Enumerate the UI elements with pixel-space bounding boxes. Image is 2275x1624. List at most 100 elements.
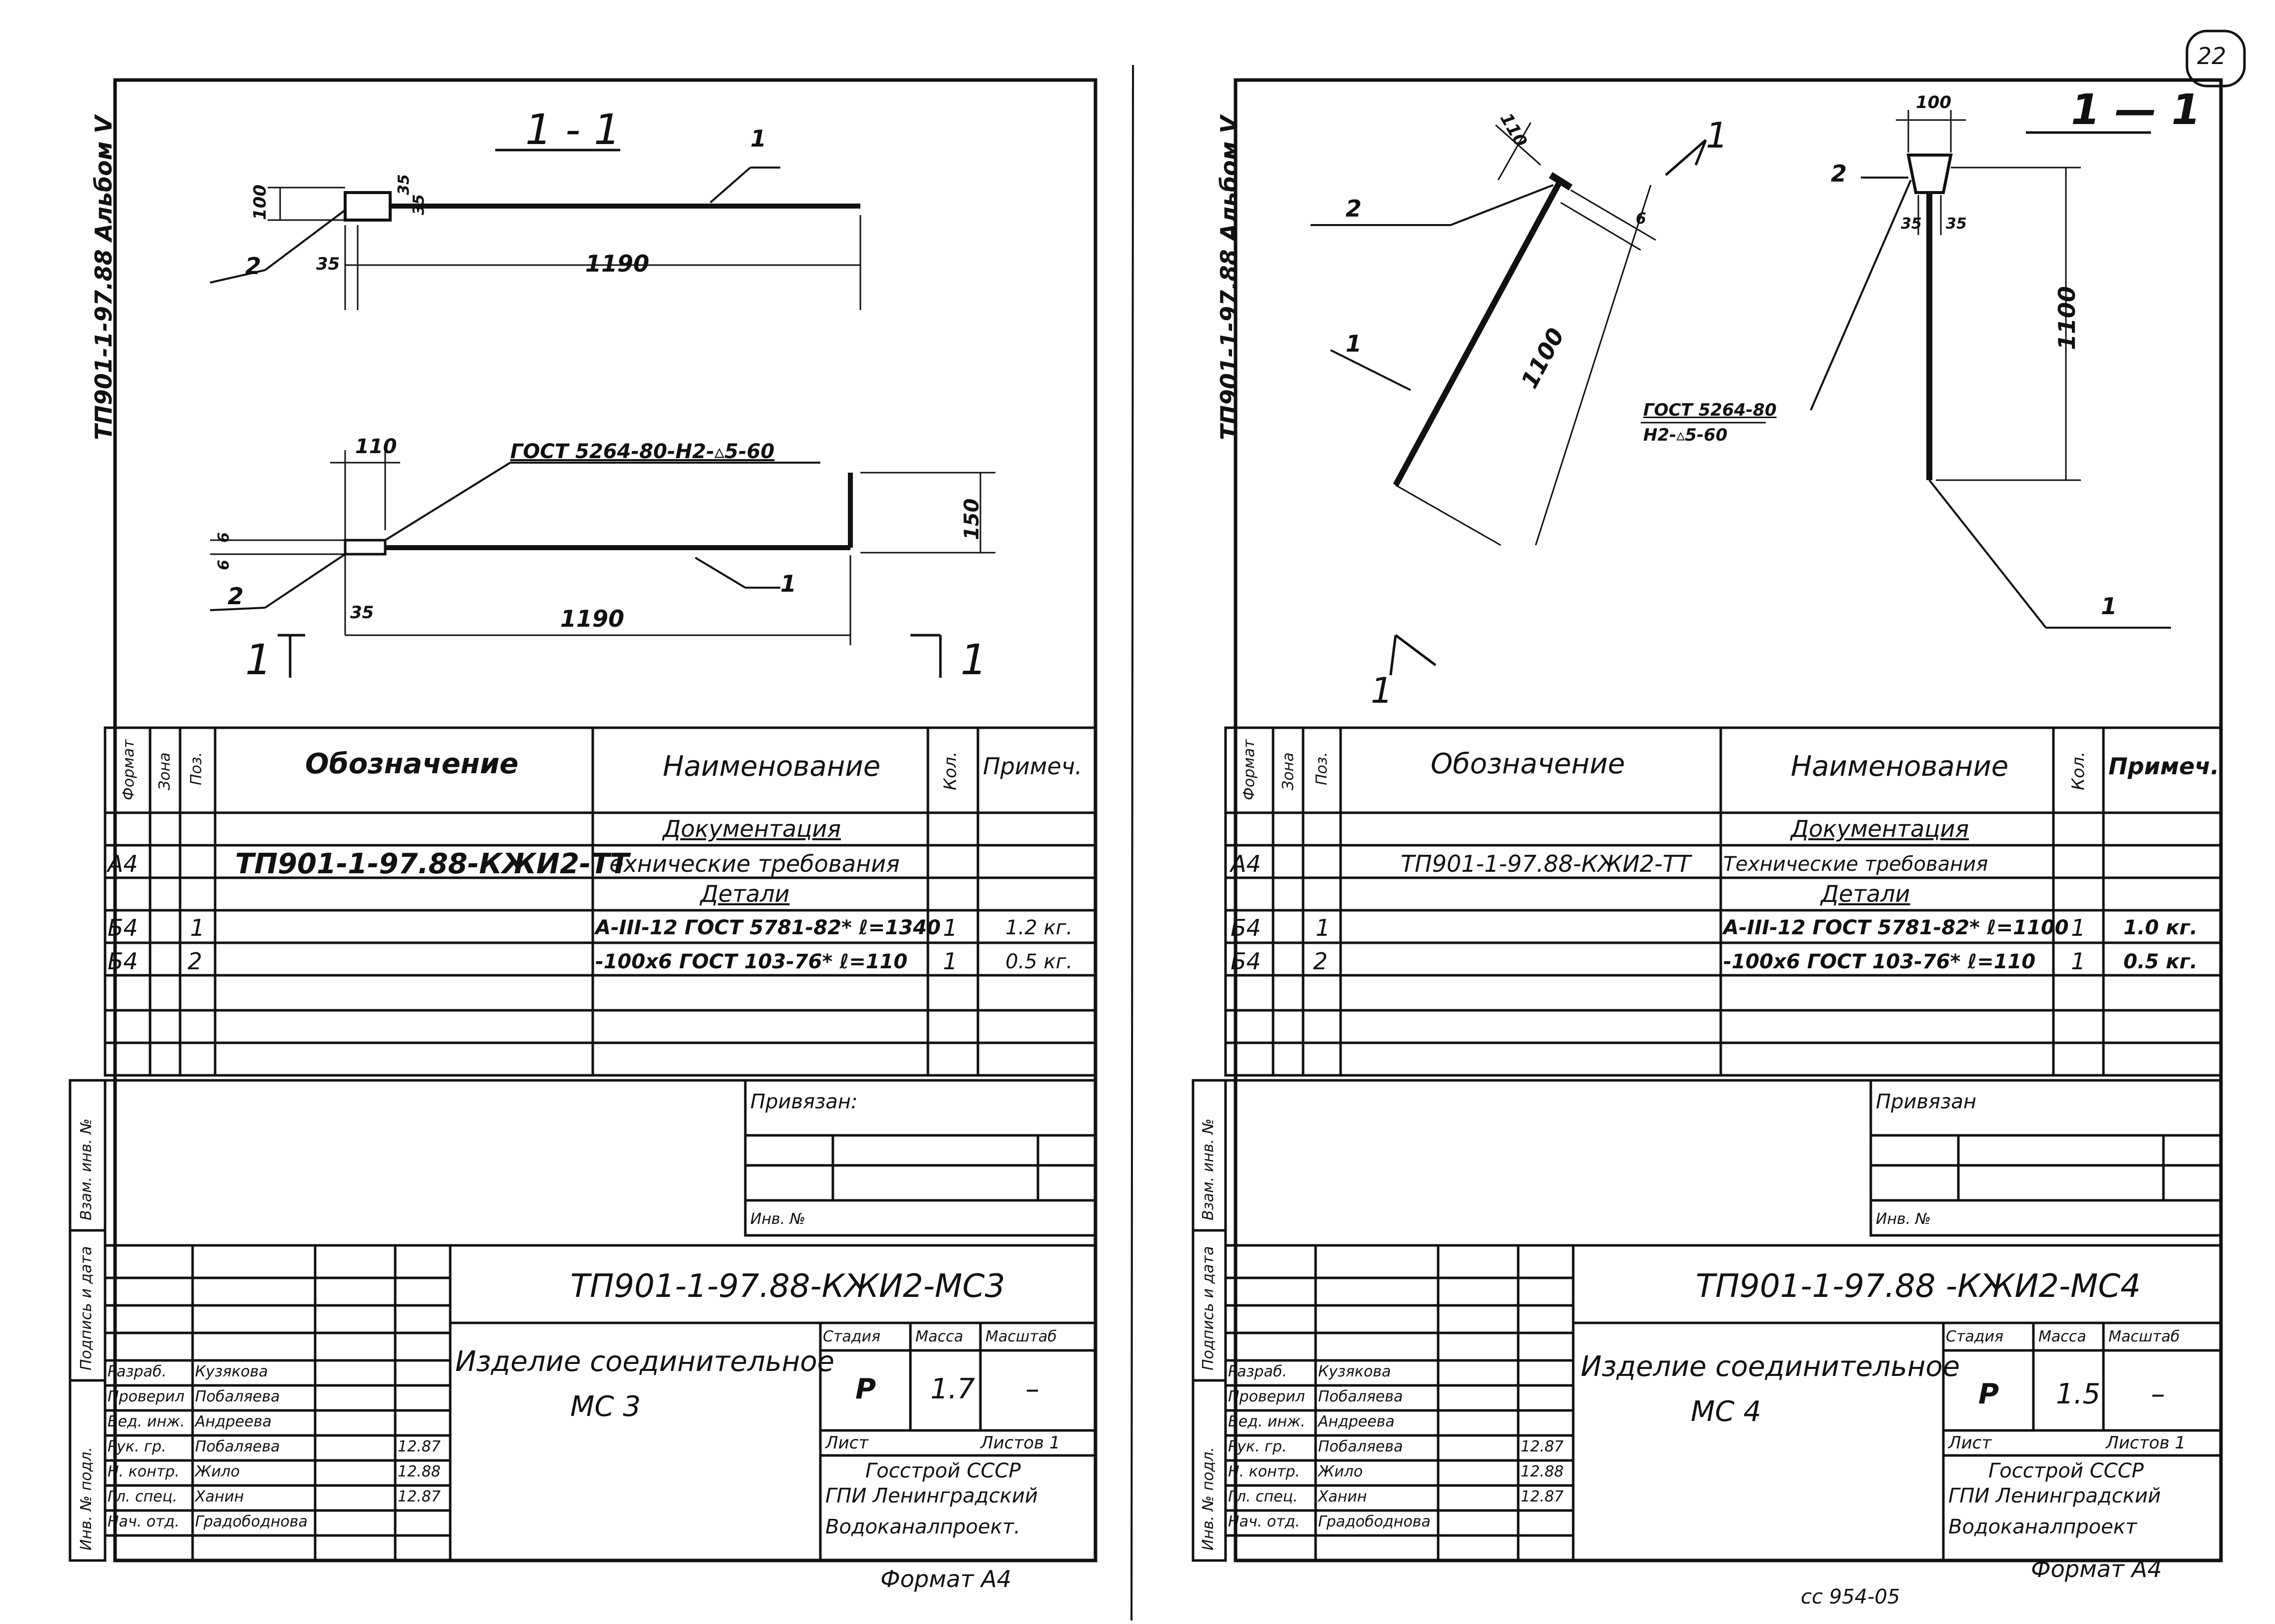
row-format: Б4 xyxy=(1231,948,1261,975)
weld-note: ГОСТ 5264-80-Н2-▵5-60 xyxy=(510,440,775,463)
row-qty: 1 xyxy=(943,914,958,941)
col-format: Формат xyxy=(1241,739,1258,800)
role: Н. контр. xyxy=(108,1463,180,1480)
section-label: 1 - 1 xyxy=(525,105,621,154)
sign-date: 12.87 xyxy=(398,1488,441,1505)
section-mark-right: 1 xyxy=(960,635,987,684)
pos-label-bar-left: 1 xyxy=(1346,330,1362,357)
sign-date: 12.87 xyxy=(1521,1488,1564,1505)
album-label: ТП901-1-97.88 Альбом V xyxy=(1216,116,1243,440)
section-mark-top: 1 xyxy=(1706,115,1728,156)
signer-name: Жило xyxy=(195,1463,240,1480)
pos-label-plate-bot: 2 xyxy=(228,583,244,610)
sheet-header: Лист xyxy=(1948,1433,1992,1453)
sheets-header: Листов 1 xyxy=(980,1433,1060,1453)
role: Проверил xyxy=(1228,1388,1305,1405)
col-zone: Зона xyxy=(1280,752,1297,790)
format-label: Формат А4 xyxy=(2031,1555,2162,1582)
inv-no-label: Инв. № xyxy=(750,1210,806,1228)
signer-name: Градободнова xyxy=(195,1513,308,1530)
mass-header: Масса xyxy=(915,1328,963,1345)
role: Разраб. xyxy=(1228,1363,1287,1380)
row-qty: 1 xyxy=(2071,948,2086,975)
stage-header: Стадия xyxy=(823,1328,881,1345)
col-pos: Поз. xyxy=(188,752,205,785)
privyazan-label: Привязан: xyxy=(750,1090,858,1113)
role: Разраб. xyxy=(108,1363,167,1380)
col-qty: Кол. xyxy=(940,751,960,790)
row-format: А4 xyxy=(1231,850,1261,877)
side-label-replaced-inv: Взам. инв. № xyxy=(78,1118,95,1220)
item-name: Изделие соединительное xyxy=(455,1345,835,1378)
row-format: Б4 xyxy=(1231,914,1261,941)
sign-date: 12.88 xyxy=(398,1463,441,1480)
row-format: Б4 xyxy=(108,948,138,975)
sign-date: 12.87 xyxy=(398,1438,441,1455)
row-name: -100х6 ГОСТ 103-76* ℓ=110 xyxy=(595,950,908,973)
col-designation: Обозначение xyxy=(305,748,519,780)
scale-value: – xyxy=(1025,1373,1039,1405)
archive-stamp: сс 954-05 xyxy=(1801,1585,1900,1608)
stage-header: Стадия xyxy=(1946,1328,2004,1345)
signer-name: Андреева xyxy=(1318,1413,1395,1430)
format-label: Формат А4 xyxy=(880,1565,1011,1592)
col-note: Примеч. xyxy=(2108,753,2219,780)
pos-label-bar-top: 1 xyxy=(750,125,767,152)
row-qty: 1 xyxy=(943,948,958,975)
role: Нач. отд. xyxy=(108,1513,180,1530)
col-zone: Зона xyxy=(156,752,174,790)
dim-small-1: 35 xyxy=(1901,215,1922,233)
pos-label-plate-top: 2 xyxy=(245,253,262,280)
signer-name: Жило xyxy=(1318,1463,1363,1480)
sign-date: 12.88 xyxy=(1521,1463,1564,1480)
dim-thickness-2: 6 xyxy=(215,560,233,570)
dim-bot-offset: 35 xyxy=(350,603,374,623)
dim-top-width: 100 xyxy=(1916,93,1951,113)
section-mark-left: 1 xyxy=(245,635,272,684)
page-number: 22 xyxy=(2197,43,2226,70)
role: Гл. спец. xyxy=(1228,1488,1298,1505)
mass-value: 1.5 xyxy=(2056,1378,2101,1410)
row-designation: ТП901-1-97.88-КЖИ2-ТТ xyxy=(1401,850,1691,877)
side-label-replaced-inv: Взам. инв. № xyxy=(1200,1118,1217,1220)
signer-name: Побаляева xyxy=(1318,1438,1403,1455)
side-label-signature-date: Подпись и дата xyxy=(78,1246,95,1371)
org-line-2: ГПИ Ленинградский xyxy=(825,1484,1038,1507)
signer-name: Кузякова xyxy=(1318,1363,1391,1380)
section-docs: Документация xyxy=(1791,815,1969,842)
role: Гл. спец. xyxy=(108,1488,178,1505)
col-pos: Поз. xyxy=(1313,752,1331,785)
role: Рук. гр. xyxy=(1228,1438,1287,1455)
role: Проверил xyxy=(108,1388,185,1405)
signer-name: Андреева xyxy=(195,1413,272,1430)
pos-label-plate-left: 2 xyxy=(1346,195,1362,222)
role: Н. контр. xyxy=(1228,1463,1300,1480)
weld-note-line-2: Н2-▵5-60 xyxy=(1643,425,1728,445)
role: Рук. гр. xyxy=(108,1438,167,1455)
row-format: А4 xyxy=(108,850,138,877)
mass-value: 1.7 xyxy=(930,1373,975,1405)
role: Вед. инж. xyxy=(1228,1413,1306,1430)
dim-plate-thickness: 6 xyxy=(1636,210,1646,228)
dim-top-length: 1190 xyxy=(585,250,650,277)
row-name: Технические требования xyxy=(595,850,900,877)
signer-name: Побаляева xyxy=(195,1438,280,1455)
role: Нач. отд. xyxy=(1228,1513,1300,1530)
inv-no-label: Инв. № xyxy=(1876,1210,1931,1228)
role: Вед. инж. xyxy=(108,1413,185,1430)
pos-label-plate-right: 2 xyxy=(1831,160,1847,187)
row-note: 1.0 кг. xyxy=(2123,916,2198,939)
signer-name: Побаляева xyxy=(195,1388,280,1405)
dim-top-height: 100 xyxy=(250,185,270,220)
col-qty: Кол. xyxy=(2068,751,2088,790)
sheet-header: Лист xyxy=(825,1433,869,1453)
row-note: 0.5 кг. xyxy=(2123,950,2198,973)
signer-name: Градободнова xyxy=(1318,1513,1431,1530)
item-name: Изделие соединительное xyxy=(1581,1350,1960,1383)
dim-bot-length: 1190 xyxy=(560,605,625,632)
row-pos: 2 xyxy=(188,948,203,975)
stage-value: Р xyxy=(1978,1378,1999,1410)
org-line-2: ГПИ Ленинградский xyxy=(1948,1484,2161,1507)
col-designation: Обозначение xyxy=(1431,748,1625,780)
section-parts: Детали xyxy=(700,880,790,907)
